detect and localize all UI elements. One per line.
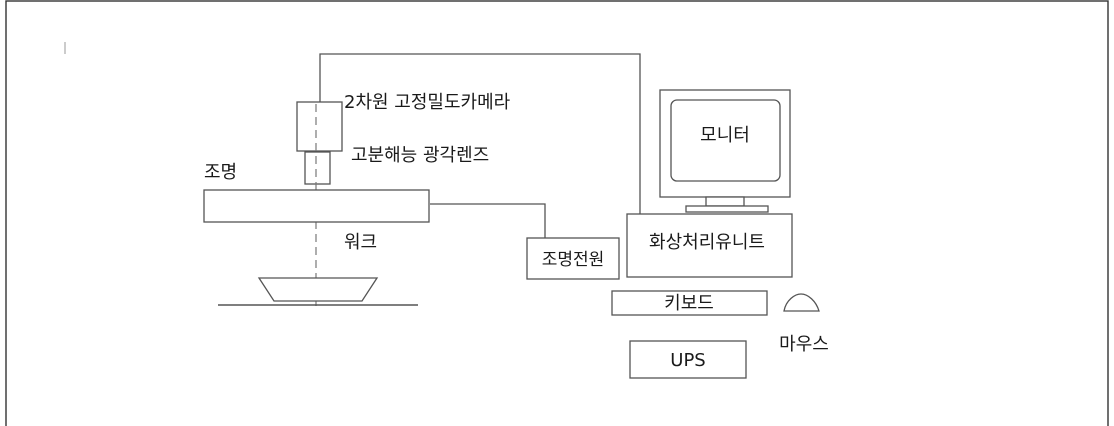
work-piece bbox=[257, 277, 379, 302]
lighting-power-box bbox=[526, 237, 620, 280]
keyboard-label: 키보드 bbox=[664, 293, 714, 314]
diagram-frame bbox=[5, 0, 1109, 426]
mouse-label: 마우스 bbox=[779, 334, 829, 355]
lighting-power-label: 조명전원 bbox=[542, 250, 605, 270]
camera-body bbox=[296, 101, 343, 152]
keyboard-box bbox=[611, 290, 768, 316]
lighting-label: 조명 bbox=[204, 162, 237, 183]
camera-cable bbox=[319, 53, 641, 214]
lighting-bar bbox=[203, 189, 430, 223]
monitor-neck bbox=[705, 196, 745, 207]
monitor-foot bbox=[685, 205, 769, 213]
image-processing-unit-label: 화상처리유니트 bbox=[649, 232, 765, 253]
lens-label: 고분해능 광각렌즈 bbox=[351, 145, 489, 166]
lens-body bbox=[304, 151, 331, 185]
ups-box bbox=[629, 340, 747, 379]
monitor-label: 모니터 bbox=[700, 125, 750, 146]
camera-label: 2차원 고정밀도카메라 bbox=[344, 92, 511, 113]
image-processing-unit-box bbox=[626, 213, 793, 278]
work-label: 워크 bbox=[344, 232, 377, 253]
monitor-screen bbox=[670, 99, 781, 182]
mouse-icon bbox=[783, 293, 820, 312]
ups-label: UPS bbox=[670, 350, 705, 371]
lighting-cable bbox=[430, 203, 546, 238]
